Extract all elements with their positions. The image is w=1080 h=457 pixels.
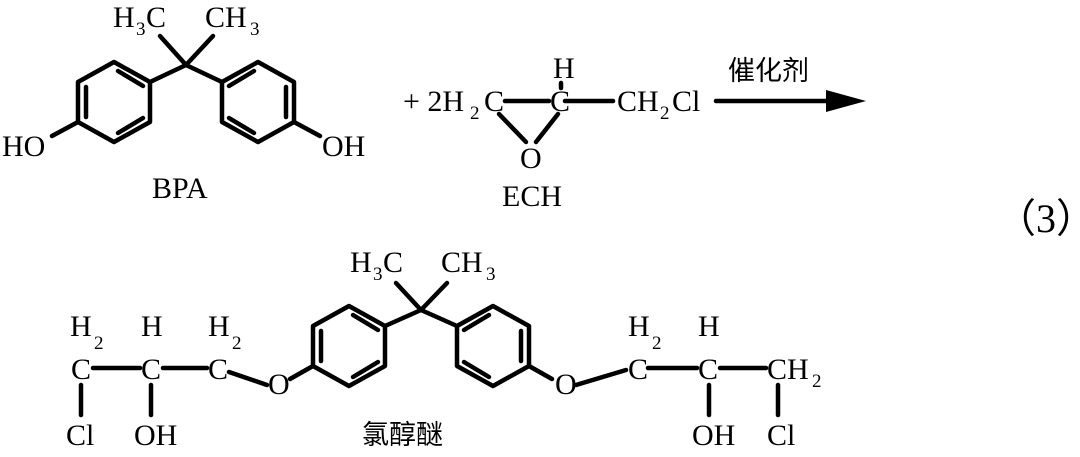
product-methyl-left-c: C (383, 246, 403, 279)
left-c1-c: C (71, 353, 91, 386)
reaction-arrow: 催化剂 (713, 56, 866, 112)
bpa-methyl-left-h: H (113, 1, 135, 34)
right-c1-c: C (628, 353, 648, 386)
ech-ch2-left-c: C (484, 85, 504, 118)
left-c1-sub: 2 (94, 333, 104, 354)
left-c1-cl: Cl (66, 419, 94, 452)
right-c3-ch: CH (767, 353, 809, 386)
ech-ch-c: C (550, 85, 570, 118)
plus-two-h-label: + 2H (403, 85, 464, 118)
product-methyl-right-ch: CH (441, 246, 483, 279)
equation-number: （3） (996, 196, 1080, 241)
right-c2-oh: OH (692, 419, 735, 452)
right-c3-cl: Cl (767, 419, 795, 452)
ech-ch2-left-sub: 2 (470, 103, 480, 124)
ech-ch2cl-ch: CH (617, 85, 659, 118)
ech-ch2cl-sub: 2 (660, 103, 670, 124)
ech-molecule: + 2H 2 C H C O CH 2 Cl ECH (403, 52, 700, 213)
left-c1-h: H (70, 310, 92, 343)
right-c3-sub: 2 (812, 371, 822, 392)
ech-ring-oxygen: O (520, 142, 542, 175)
product-right-chain: O H 2 C H C OH CH 2 Cl (555, 310, 822, 452)
product-left-chain: H 2 C Cl H C OH H 2 C O (66, 310, 290, 452)
product-core-bonds (287, 280, 555, 389)
left-c3-h: H (208, 310, 230, 343)
bpa-name-label: BPA (152, 172, 208, 205)
right-c1-h: H (628, 310, 650, 343)
ech-bonds (496, 80, 616, 145)
left-c2-c: C (141, 353, 161, 386)
left-c2-oh: OH (134, 419, 177, 452)
bpa-methyl-right-ch: CH (205, 1, 247, 34)
product-methyl-left-h: H (350, 246, 372, 279)
product-molecule: H 3 C CH 3 H 2 C Cl H C OH H 2 C O O (66, 246, 822, 452)
arrow-head-icon (826, 90, 866, 112)
bpa-bonds (49, 33, 323, 145)
right-ether-o: O (555, 368, 577, 401)
bpa-methyl-right-sub: 3 (250, 19, 260, 40)
left-c3-sub: 2 (232, 333, 242, 354)
right-c1-sub: 2 (652, 333, 662, 354)
left-c2-h: H (141, 310, 163, 343)
right-c2-c: C (698, 353, 718, 386)
product-methyl-right-sub: 3 (486, 264, 496, 285)
ech-ch2cl-cl: Cl (672, 85, 700, 118)
right-c2-h: H (698, 310, 720, 343)
product-name-label: 氯醇醚 (362, 420, 443, 451)
bpa-hydroxyl-left: HO (2, 130, 45, 163)
left-c3-c: C (208, 353, 228, 386)
bpa-methyl-left-sub: 3 (136, 19, 146, 40)
catalyst-label: 催化剂 (728, 56, 809, 87)
product-methyl-left-sub: 3 (373, 264, 383, 285)
ech-ch-h: H (553, 52, 575, 85)
bpa-methyl-left-c: C (146, 1, 166, 34)
ech-name-label: ECH (502, 180, 562, 213)
left-ether-o: O (268, 368, 290, 401)
bpa-hydroxyl-right: OH (322, 130, 365, 163)
bpa-molecule: H 3 C CH 3 HO OH BPA (2, 1, 365, 205)
